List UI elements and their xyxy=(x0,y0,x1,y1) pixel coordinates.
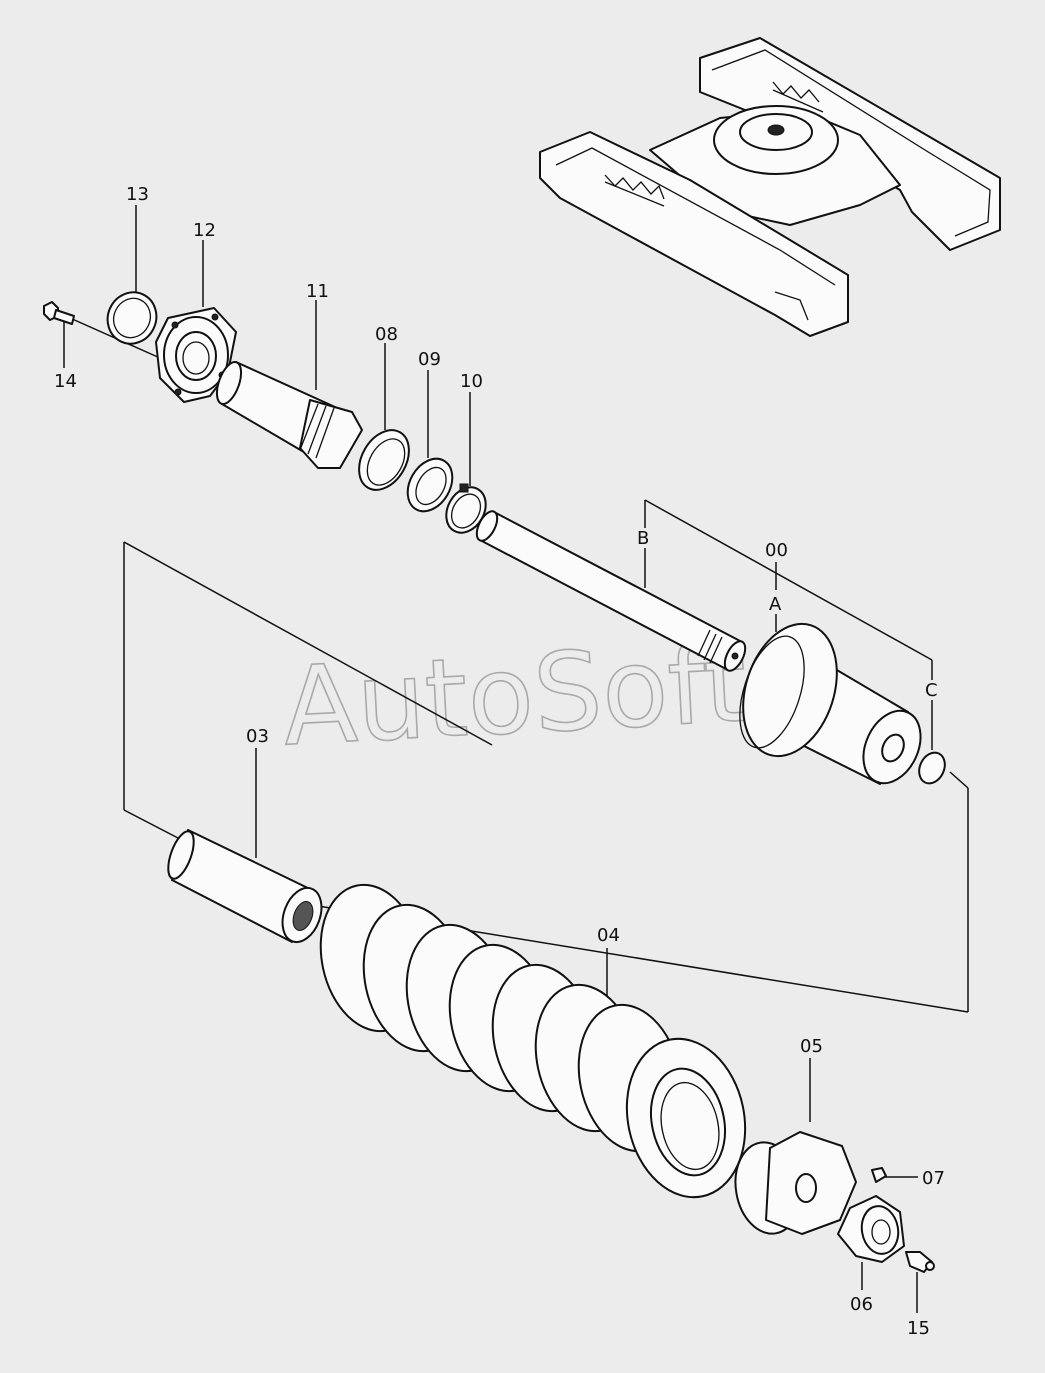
part-08-ring xyxy=(358,429,410,491)
frame-spring-near xyxy=(604,174,665,207)
part-06-nut xyxy=(837,1195,905,1263)
label-13: 13 xyxy=(126,184,149,205)
label-08: 08 xyxy=(375,324,398,345)
label-11: 11 xyxy=(306,281,329,302)
label-c: C xyxy=(925,680,938,701)
part-09-ring xyxy=(406,457,454,513)
frame-spring-far xyxy=(772,81,824,113)
label-15: 15 xyxy=(907,1318,930,1339)
watermark: AutoSoft xyxy=(280,621,750,770)
label-14: 14 xyxy=(54,371,77,392)
part-labels: 13 12 11 14 08 09 10 B 00 A C 03 04 05 0… xyxy=(54,184,945,1339)
part-05-plate xyxy=(734,1131,857,1235)
label-b: B xyxy=(637,528,649,549)
part-03-tube xyxy=(167,829,323,944)
label-09: 09 xyxy=(418,349,441,370)
label-05: 05 xyxy=(800,1036,823,1057)
part-00-cylinder-assembly xyxy=(739,622,922,785)
part-12-flange xyxy=(155,307,237,403)
label-a: A xyxy=(769,594,782,615)
part-rod xyxy=(475,510,747,672)
part-11-cylinder xyxy=(215,361,363,469)
label-03: 03 xyxy=(246,726,269,747)
part-15-grease-fitting xyxy=(905,1251,935,1273)
label-00: 00 xyxy=(765,540,788,561)
label-10: 10 xyxy=(460,371,483,392)
label-04: 04 xyxy=(597,925,620,946)
label-07: 07 xyxy=(922,1168,945,1189)
part-14-bolt xyxy=(43,301,75,325)
label-12: 12 xyxy=(193,220,216,241)
part-07-fitting xyxy=(871,1167,887,1183)
track-frame-overview xyxy=(539,37,1001,337)
part-13-seal-ring xyxy=(106,291,158,345)
part-c-o-ring xyxy=(918,751,946,785)
part-04-spring xyxy=(319,883,747,1199)
label-06: 06 xyxy=(850,1294,873,1315)
